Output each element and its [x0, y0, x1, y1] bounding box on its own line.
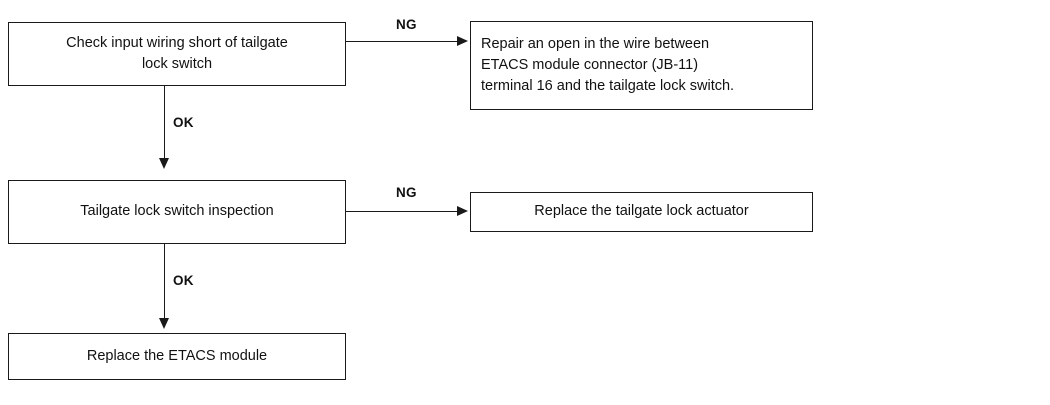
flow-node-replace-tailgate-lock-actuator: Replace the tailgate lock actuator	[470, 192, 813, 232]
flow-node-replace-etacs-module: Replace the ETACS module	[8, 333, 346, 380]
edge-label-ok-1: OK	[173, 115, 194, 130]
flow-node-label: Tailgate lock switch inspection	[80, 203, 274, 220]
arrowhead-right-icon	[457, 205, 468, 216]
flow-node-label: Check input wiring short of tailgate loc…	[66, 34, 288, 72]
edge-label-ok-2: OK	[173, 273, 194, 288]
edge-label-ng-1: NG	[396, 17, 417, 32]
arrowhead-down-icon	[158, 318, 169, 329]
flow-node-check-input-wiring: Check input wiring short of tailgate loc…	[8, 22, 346, 86]
arrowhead-down-icon	[158, 158, 169, 169]
arrowhead-right-icon	[457, 35, 468, 46]
edge-label-ng-2: NG	[396, 185, 417, 200]
flow-node-label: Replace the tailgate lock actuator	[534, 203, 749, 220]
connector-line-ok-2	[164, 244, 165, 320]
flow-node-label: Replace the ETACS module	[86, 347, 268, 364]
flow-node-tailgate-lock-switch-inspection: Tailgate lock switch inspection	[8, 180, 346, 244]
connector-line-ok-1	[164, 86, 165, 160]
connector-line-ng-2	[346, 211, 458, 212]
connector-line-ng-1	[346, 41, 458, 42]
flow-node-repair-open-wire: Repair an open in the wire between ETACS…	[470, 21, 813, 110]
flow-node-label: Repair an open in the wire between ETACS…	[481, 35, 735, 94]
